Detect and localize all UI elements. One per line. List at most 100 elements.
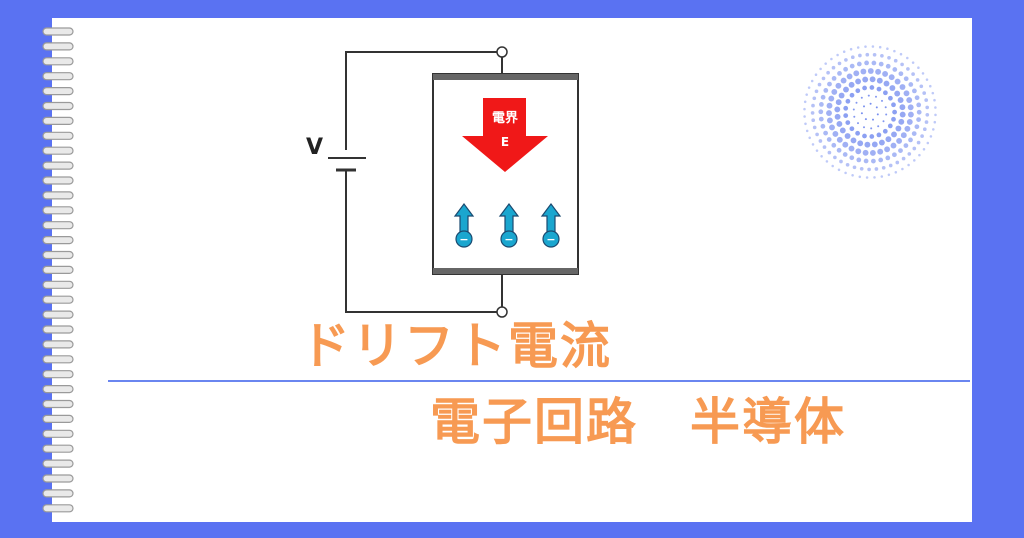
decor-dot	[860, 68, 867, 75]
decor-dot	[815, 132, 819, 137]
decor-dot	[867, 68, 874, 74]
decor-dot	[894, 78, 901, 85]
decor-dot	[842, 141, 849, 148]
decor-dot	[906, 97, 913, 104]
spiral-ring	[42, 86, 74, 96]
decor-dot	[881, 99, 883, 102]
decor-dot	[831, 142, 837, 148]
decor-dot	[882, 70, 889, 77]
decor-dot	[870, 127, 873, 130]
decor-dot	[899, 111, 906, 118]
decor-dot	[828, 95, 835, 102]
electron-particle	[542, 230, 560, 248]
decor-dot	[934, 113, 937, 117]
decor-dot	[826, 70, 830, 75]
decor-dot	[831, 65, 836, 70]
decor-dot	[860, 112, 863, 115]
decor-dot	[850, 137, 857, 144]
decor-dot	[893, 49, 896, 53]
decor-dot	[814, 89, 819, 94]
decor-dot	[849, 92, 855, 98]
decor-dot	[822, 145, 827, 149]
decor-dot	[856, 157, 862, 163]
terminal-top	[496, 46, 508, 58]
decor-dot	[849, 126, 855, 132]
decor-dot	[887, 123, 893, 129]
decor-dot	[805, 93, 808, 96]
electron-sign: −	[459, 233, 468, 246]
decor-dot	[897, 97, 904, 104]
decor-dot	[892, 67, 898, 72]
decor-dot	[831, 164, 834, 168]
decor-dot	[835, 82, 842, 89]
decor-dot	[849, 155, 855, 161]
decor-dot	[933, 120, 937, 124]
decor-dot	[907, 163, 910, 167]
decor-dot	[895, 125, 902, 132]
decor-dot	[804, 122, 807, 126]
decor-dot	[911, 61, 915, 64]
decor-dot	[892, 109, 897, 115]
decor-dot	[831, 76, 837, 81]
decor-dot	[882, 128, 888, 134]
decor-dot	[885, 113, 888, 116]
decor-dot	[887, 55, 891, 60]
electron-1: −	[453, 203, 475, 248]
decor-dot	[891, 131, 897, 138]
decor-dot	[876, 86, 882, 92]
decor-dot	[844, 58, 848, 62]
decor-dot	[863, 126, 865, 129]
electrode-top	[433, 74, 578, 80]
decor-dot	[899, 84, 906, 90]
decor-dot	[842, 152, 848, 157]
decor-dot	[885, 155, 891, 161]
spiral-ring	[42, 101, 74, 111]
decor-dot	[924, 98, 929, 102]
decor-dot	[878, 139, 885, 146]
decor-dot	[864, 141, 871, 148]
decor-dot	[855, 130, 860, 136]
decor-dot	[878, 157, 884, 163]
decor-dot	[894, 171, 898, 174]
decor-dot	[899, 52, 903, 56]
decor-dot	[818, 109, 824, 115]
page-subtitle: 電子回路 半導体	[430, 393, 846, 451]
terminal-bottom	[496, 306, 508, 318]
decor-dot	[908, 137, 913, 143]
spiral-ring	[42, 474, 74, 483]
spiral-ring	[42, 57, 74, 66]
spiral-ring	[42, 72, 74, 81]
decor-dot	[811, 103, 815, 108]
decor-dot	[843, 113, 849, 118]
decor-dot	[803, 115, 806, 118]
wire-bottom	[345, 170, 500, 313]
decor-dot	[844, 171, 847, 175]
decor-dot	[849, 47, 853, 51]
decor-dot	[880, 53, 884, 58]
decor-dot	[817, 82, 822, 87]
decor-dot	[838, 92, 845, 99]
spiral-ring	[42, 176, 74, 185]
decor-dot	[869, 85, 875, 90]
decor-dot	[845, 98, 851, 104]
decor-dot	[893, 58, 898, 63]
decor-dot	[875, 106, 878, 109]
decor-dot	[855, 88, 861, 94]
circuit-diagram: V 電界 E − − −	[306, 46, 579, 318]
spiral-ring	[42, 206, 74, 215]
decor-dot	[895, 160, 900, 165]
decor-dot	[907, 111, 914, 118]
decor-dot	[922, 91, 927, 95]
decor-dot	[860, 96, 863, 99]
decor-dot	[821, 76, 826, 81]
decor-dot	[929, 135, 933, 138]
decor-dot	[855, 101, 858, 104]
decor-dot	[875, 95, 877, 98]
decor-dot	[900, 62, 904, 67]
spiral-ring	[42, 340, 74, 349]
decor-dot	[827, 150, 832, 155]
decor-dot	[916, 117, 921, 122]
decor-dot	[848, 81, 855, 88]
decor-dot	[888, 163, 893, 168]
spiral-ring	[42, 444, 74, 453]
